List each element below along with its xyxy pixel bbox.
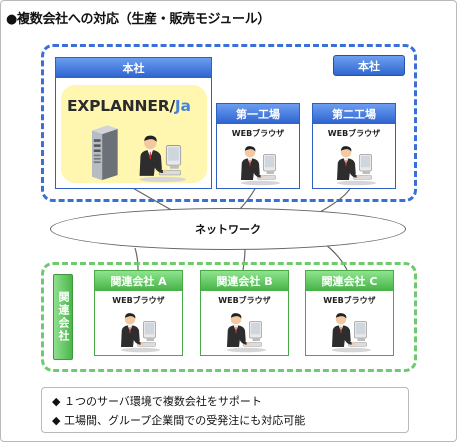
headquarters-box-label: 本社 <box>56 58 211 78</box>
factory-box-2: 第二工場 WEBブラウザ <box>312 103 396 189</box>
affiliate-c-label: 関連会社 C <box>306 271 393 291</box>
page-title: ●複数会社への対応（生産・販売モジュール） <box>6 12 271 27</box>
person-at-computer-icon <box>217 311 273 353</box>
affiliate-b-label: 関連会社 B <box>201 271 288 291</box>
person-at-computer-icon <box>327 144 383 186</box>
factory-1-label: 第一工場 <box>217 104 299 124</box>
headquarters-zone <box>41 44 417 202</box>
network-label: ネットワーク <box>195 223 261 236</box>
affiliate-b-browser-label: WEBブラウザ <box>218 296 271 305</box>
notes-box: ◆ １つのサーバ環境で複数会社をサポート ◆ 工場間、グループ企業間での受発注に… <box>41 387 409 433</box>
affiliate-box-b: 関連会社 B WEBブラウザ <box>200 270 289 356</box>
person-at-computer-icon <box>322 311 378 353</box>
logo-suffix-text: Ja <box>174 97 191 115</box>
person-at-computer-icon <box>125 133 197 183</box>
link-affiliate-a <box>134 247 139 271</box>
factory-1-browser-label: WEBブラウザ <box>231 129 285 138</box>
affiliate-c-browser-label: WEBブラウザ <box>323 296 376 305</box>
factory-2-browser-label: WEBブラウザ <box>327 129 381 138</box>
system-panel: EXPLANNER/Ja <box>61 85 207 183</box>
affiliate-box-a: 関連会社 A WEBブラウザ <box>94 270 183 356</box>
server-icon <box>87 123 121 181</box>
note-item: ◆ 工場間、グループ企業間での受発注にも対応可能 <box>52 414 306 427</box>
affiliate-a-label: 関連会社 A <box>95 271 182 291</box>
headquarters-box: 本社 EXPLANNER/Ja <box>55 57 212 189</box>
factory-2-label: 第二工場 <box>313 104 395 124</box>
factory-box-1: 第一工場 WEBブラウザ <box>216 103 300 189</box>
affiliate-zone-tag: 関連会社 <box>53 274 73 360</box>
network-ellipse: ネットワーク <box>50 208 406 250</box>
affiliate-zone <box>41 262 417 372</box>
product-logo: EXPLANNER/Ja <box>67 97 191 115</box>
affiliate-a-browser-label: WEBブラウザ <box>112 296 165 305</box>
logo-main-text: EXPLANNER/ <box>67 97 175 115</box>
headquarters-zone-tag: 本社 <box>333 55 405 76</box>
note-item: ◆ １つのサーバ環境で複数会社をサポート <box>52 395 262 408</box>
affiliate-box-c: 関連会社 C WEBブラウザ <box>305 270 394 356</box>
person-at-computer-icon <box>231 144 287 186</box>
person-at-computer-icon <box>111 311 167 353</box>
